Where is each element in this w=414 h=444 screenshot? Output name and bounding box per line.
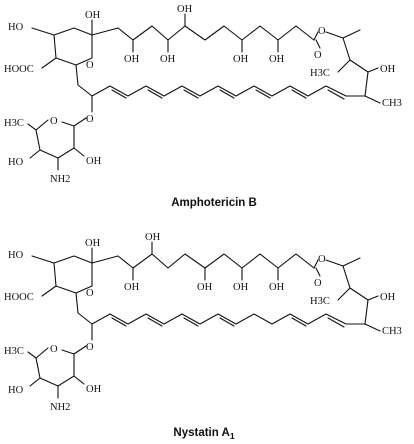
bond-oh-right bbox=[367, 67, 379, 73]
molecule-name-nystatin-subscript: 1 bbox=[230, 431, 235, 441]
label-o-carbonyl: O bbox=[314, 50, 322, 61]
bond-ester-1 bbox=[313, 259, 319, 269]
bond-right-down-2 bbox=[349, 287, 369, 301]
label-oh-right: OH bbox=[380, 64, 396, 75]
bond-glycosidic-2 bbox=[73, 345, 87, 355]
molecule-name-nystatin: Nystatin A1 bbox=[173, 427, 234, 441]
polyene-double-bonds bbox=[111, 317, 345, 328]
bond-chain-start bbox=[91, 255, 119, 264]
label-h3c-sugar: H3C bbox=[4, 346, 24, 357]
label-oh-2: OH bbox=[160, 54, 176, 65]
label-ch3-right: CH3 bbox=[382, 98, 402, 109]
label-hooc: HOOC bbox=[4, 64, 34, 75]
bond-ch3-right bbox=[364, 323, 381, 332]
polyol-chain-bonds bbox=[117, 25, 315, 41]
label-h3c-mid: H3C bbox=[310, 296, 330, 307]
label-oh-top: OH bbox=[145, 232, 161, 243]
bond-ester-2 bbox=[325, 31, 344, 39]
label-oh-right: OH bbox=[380, 292, 396, 303]
label-ch3-right: CH3 bbox=[382, 326, 402, 337]
label-oh-top: OH bbox=[177, 4, 193, 15]
bond-ho-ring bbox=[31, 255, 55, 264]
bond-ho-ring bbox=[31, 27, 55, 36]
label-ho-ring: HO bbox=[8, 22, 24, 33]
label-o-ester: O bbox=[318, 26, 326, 37]
label-oh-3: OH bbox=[233, 54, 249, 65]
bond-h3c-mid bbox=[337, 59, 351, 73]
bond-right-down-2 bbox=[349, 59, 369, 73]
bond-carbonyl bbox=[315, 267, 321, 277]
label-nh2: NH2 bbox=[50, 174, 70, 185]
bond-right-down bbox=[342, 265, 351, 289]
polyene-double-bonds bbox=[111, 89, 345, 100]
bond-carbonyl bbox=[315, 39, 321, 49]
label-oh-4: OH bbox=[269, 54, 285, 65]
bond-right-down-3 bbox=[364, 71, 369, 97]
bond-ch3-right bbox=[364, 95, 381, 104]
label-oh-sugar: OH bbox=[86, 156, 102, 167]
label-o-sugar: O bbox=[50, 344, 58, 355]
bond-ho-sugar bbox=[29, 149, 41, 159]
polyene-chain-bonds bbox=[75, 64, 366, 97]
bond-right-down bbox=[342, 37, 351, 61]
label-h3c-mid: H3C bbox=[310, 68, 330, 79]
label-ho-sugar: HO bbox=[8, 385, 24, 396]
label-oh-1: OH bbox=[124, 282, 140, 293]
polyene-chain-bonds bbox=[75, 292, 366, 325]
molecule-name-amphotericin-b: Amphotericin B bbox=[171, 197, 257, 209]
label-ho-ring: HO bbox=[8, 250, 24, 261]
label-ho-sugar: HO bbox=[8, 157, 24, 168]
bond-cooh bbox=[41, 57, 57, 69]
bond-oh-sugar bbox=[73, 147, 85, 157]
bond-ch3-top bbox=[342, 257, 361, 267]
bond-oh-sugar bbox=[73, 375, 85, 385]
bond-ester-2 bbox=[325, 259, 344, 267]
bond-ch3-top bbox=[342, 29, 361, 39]
label-oh-2: OH bbox=[197, 282, 213, 293]
label-nh2: NH2 bbox=[50, 402, 70, 413]
bond-ester-1 bbox=[313, 31, 319, 41]
label-oh-3: OH bbox=[233, 282, 249, 293]
label-oh-hemiketal: OH bbox=[85, 238, 101, 249]
label-hooc: HOOC bbox=[4, 292, 34, 303]
polyol-chain-bonds bbox=[117, 253, 315, 269]
label-o-carbonyl: O bbox=[314, 278, 322, 289]
molecule-name-nystatin-main: Nystatin A bbox=[173, 427, 229, 439]
label-o-ester: O bbox=[318, 254, 326, 265]
bond-h3c-sugar bbox=[27, 351, 37, 359]
label-o-sugar: O bbox=[50, 116, 58, 127]
bond-oh-right bbox=[367, 295, 379, 301]
label-h3c-sugar: H3C bbox=[4, 118, 24, 129]
label-o-ring: O bbox=[86, 288, 94, 299]
label-oh-sugar: OH bbox=[86, 384, 102, 395]
label-oh-hemiketal: OH bbox=[85, 10, 101, 21]
molecule-amphotericin-b: HO OH HOOC O OH OH OH OH OH O O H3C OH C… bbox=[4, 4, 402, 209]
label-o-glyco: O bbox=[86, 342, 94, 353]
bond-h3c-sugar bbox=[27, 123, 37, 131]
bond-h3c-mid bbox=[337, 287, 351, 301]
label-o-ring: O bbox=[86, 60, 94, 71]
bond-cooh bbox=[41, 285, 57, 297]
bond-ho-sugar bbox=[29, 377, 41, 387]
bond-chain-start bbox=[91, 27, 119, 36]
label-o-glyco: O bbox=[86, 114, 94, 125]
label-oh-4: OH bbox=[269, 282, 285, 293]
molecule-nystatin: HO OH HOOC O OH OH OH OH OH O O H3C OH C… bbox=[4, 232, 402, 441]
bond-glycosidic-2 bbox=[73, 117, 87, 127]
label-oh-1: OH bbox=[124, 54, 140, 65]
bond-right-down-3 bbox=[364, 299, 369, 325]
